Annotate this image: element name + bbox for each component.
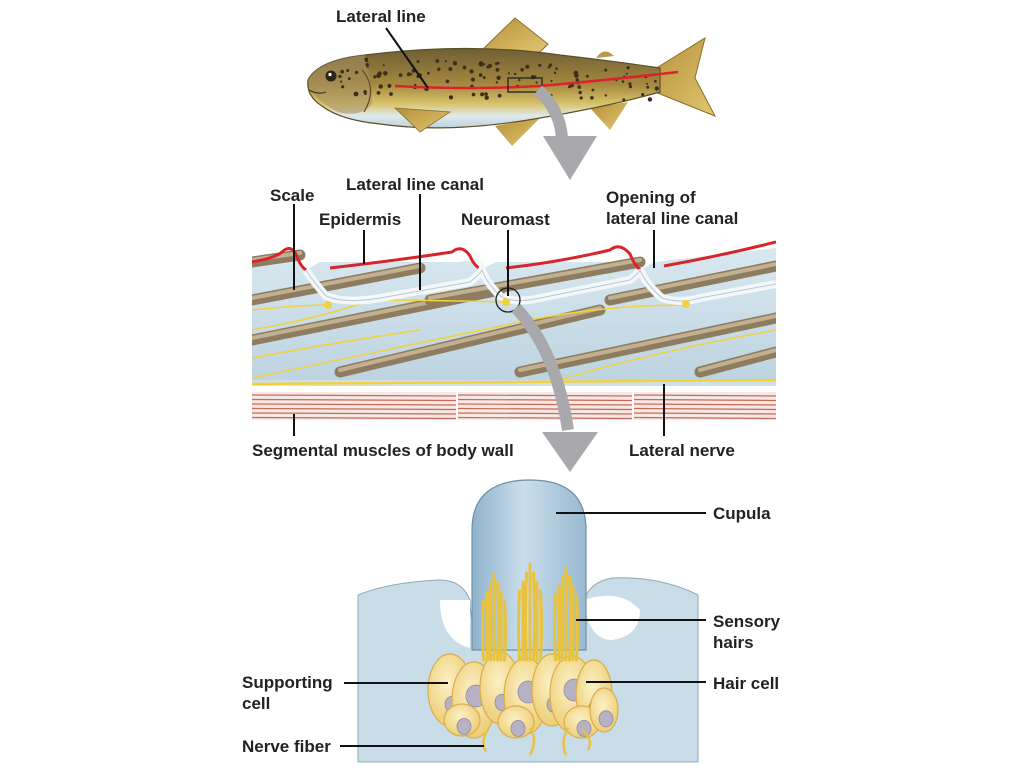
lateral-line-canal-section — [251, 240, 777, 420]
segmental-muscles — [251, 392, 777, 420]
label-neuromast: Neuromast — [461, 210, 550, 229]
fish-lateral-line — [394, 70, 679, 90]
label-supporting-cell-line-2: cell — [242, 694, 271, 713]
trout-illustration — [307, 17, 717, 146]
leader-lateral-line — [385, 27, 429, 89]
zoom-arrow-2 — [511, 303, 598, 472]
label-sensory-hairs-line-2: hairs — [713, 633, 754, 652]
label-lateral-line-canal: Lateral line canal — [346, 175, 484, 194]
section-leaders — [293, 194, 665, 436]
label-cupula: Cupula — [713, 504, 771, 523]
label-hair-cell: Hair cell — [713, 674, 780, 693]
label-segmental-muscles: Segmental muscles of body wall — [252, 441, 514, 460]
label-lateral-nerve: Lateral nerve — [629, 441, 735, 460]
zoom-arrow-1 — [533, 85, 597, 180]
label-opening-line-2: lateral line canal — [606, 209, 739, 228]
label-opening-line-1: Opening of — [606, 188, 696, 207]
label-lateral-line: Lateral line — [336, 7, 426, 26]
neuromast-detail — [357, 479, 699, 763]
label-scale: Scale — [270, 186, 315, 205]
label-nerve-fiber: Nerve fiber — [242, 737, 331, 756]
label-supporting-cell-line-1: Supporting — [242, 673, 333, 692]
nerve-fibers — [482, 727, 592, 756]
label-sensory-hairs: Sensory hairs — [713, 611, 780, 653]
lateral-nerve — [252, 378, 776, 386]
detail-leaders — [340, 512, 706, 747]
label-supporting-cell: Supporting cell — [242, 672, 333, 714]
label-opening-of-lateral-line-canal: Opening of lateral line canal — [606, 187, 738, 229]
detail-selection-box — [507, 77, 543, 93]
label-epidermis: Epidermis — [319, 210, 402, 229]
label-sensory-hairs-line-1: Sensory — [713, 612, 781, 631]
